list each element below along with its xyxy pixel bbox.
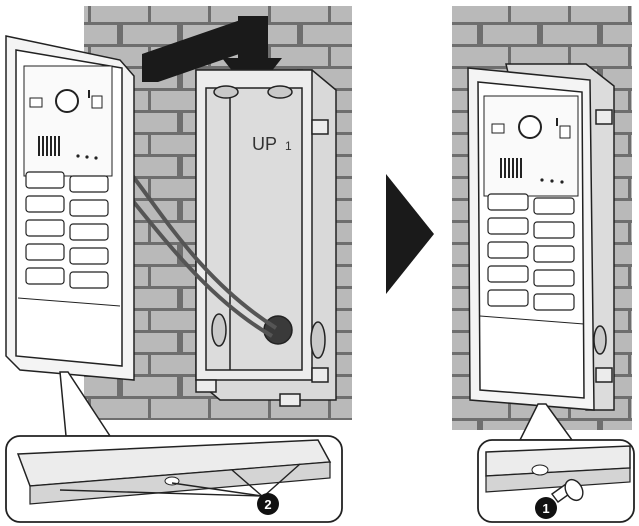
flush-mount-box — [195, 69, 337, 407]
door-station-panel-left — [5, 35, 135, 381]
right-scene: 1 — [452, 6, 635, 523]
callout-badge-2 — [257, 493, 279, 515]
speaker-grille — [38, 136, 60, 156]
callout-badge-2-number: 2 — [264, 497, 271, 512]
right-arrow-icon — [386, 174, 434, 294]
screw-icon — [551, 478, 584, 503]
detail-callout-left: 2 — [5, 435, 343, 523]
callout-badge-1 — [535, 497, 557, 519]
left-scene: UP 1 — [5, 6, 352, 523]
detail-callout-right: 1 — [477, 439, 635, 523]
call-buttons — [25, 171, 109, 289]
box-label-suffix: 1 — [285, 139, 292, 153]
door-station-panel-right — [467, 67, 595, 411]
camera-icon — [55, 89, 79, 113]
callout-badge-1-number: 1 — [542, 501, 549, 516]
box-label: UP — [252, 134, 277, 154]
cables — [126, 168, 278, 338]
